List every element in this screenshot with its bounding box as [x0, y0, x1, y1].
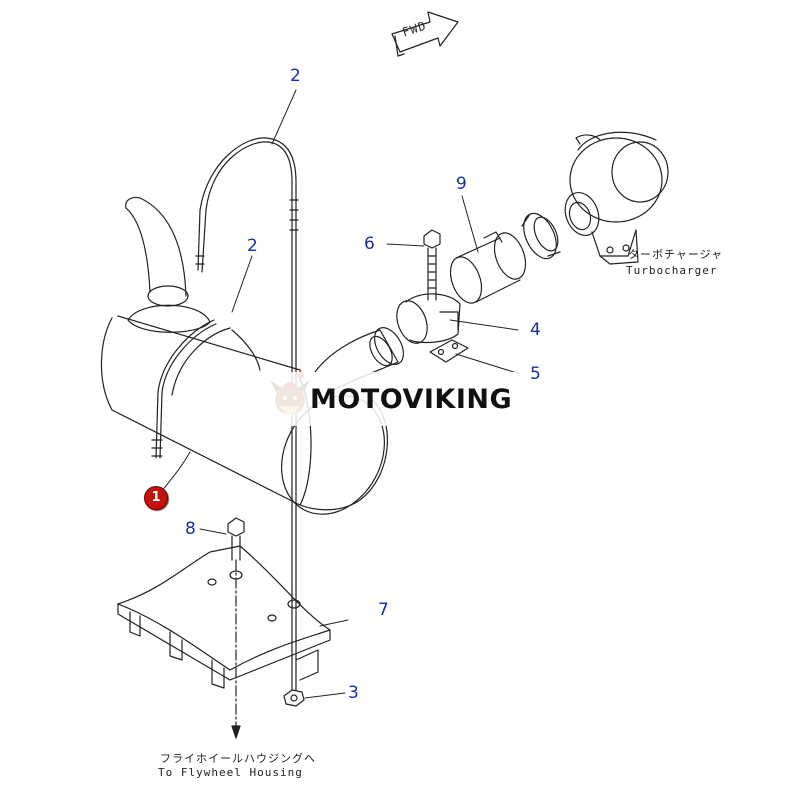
bolt-8 [227, 517, 245, 561]
watermark-text: MOTOVIKING [310, 383, 513, 415]
flywheel-label-en: To Flywheel Housing [158, 766, 303, 779]
leader-lines [157, 89, 521, 699]
callout-3: 3 [348, 683, 359, 703]
watermark-logo-space [262, 377, 306, 421]
callout-2-upper: 2 [290, 66, 301, 86]
nut-3 [283, 689, 305, 707]
callout-7: 7 [378, 600, 389, 620]
flywheel-arrow-head [231, 725, 241, 739]
callout-6: 6 [364, 234, 375, 254]
callout-5: 5 [530, 364, 541, 384]
turbocharger-label-en: Turbocharger [626, 264, 718, 277]
callout-8: 8 [185, 519, 196, 539]
u-bolt-lower [151, 319, 217, 459]
turbocharger [564, 131, 669, 265]
callout-2-lower: 2 [247, 236, 258, 256]
exhaust-elbow-pipe [125, 196, 211, 333]
watermark: MOTOVIKING [262, 372, 534, 426]
bolt-6 [423, 229, 441, 301]
plate-5 [429, 339, 469, 363]
callout-1-badge: 1 [144, 486, 168, 510]
clamp-4 [396, 293, 461, 344]
callout-9: 9 [456, 174, 467, 194]
callout-4: 4 [530, 320, 541, 340]
pipe-9 [449, 231, 527, 304]
u-bolt-rod [291, 235, 297, 691]
fwd-arrow-icon [391, 11, 459, 57]
turbocharger-label-jp: ターボチャージャ [628, 248, 724, 261]
v-band-clamp [521, 212, 561, 260]
u-bolt-upper [195, 137, 299, 273]
flywheel-label-jp: フライホイールハウジングへ [160, 752, 316, 765]
bracket-7 [117, 545, 331, 689]
